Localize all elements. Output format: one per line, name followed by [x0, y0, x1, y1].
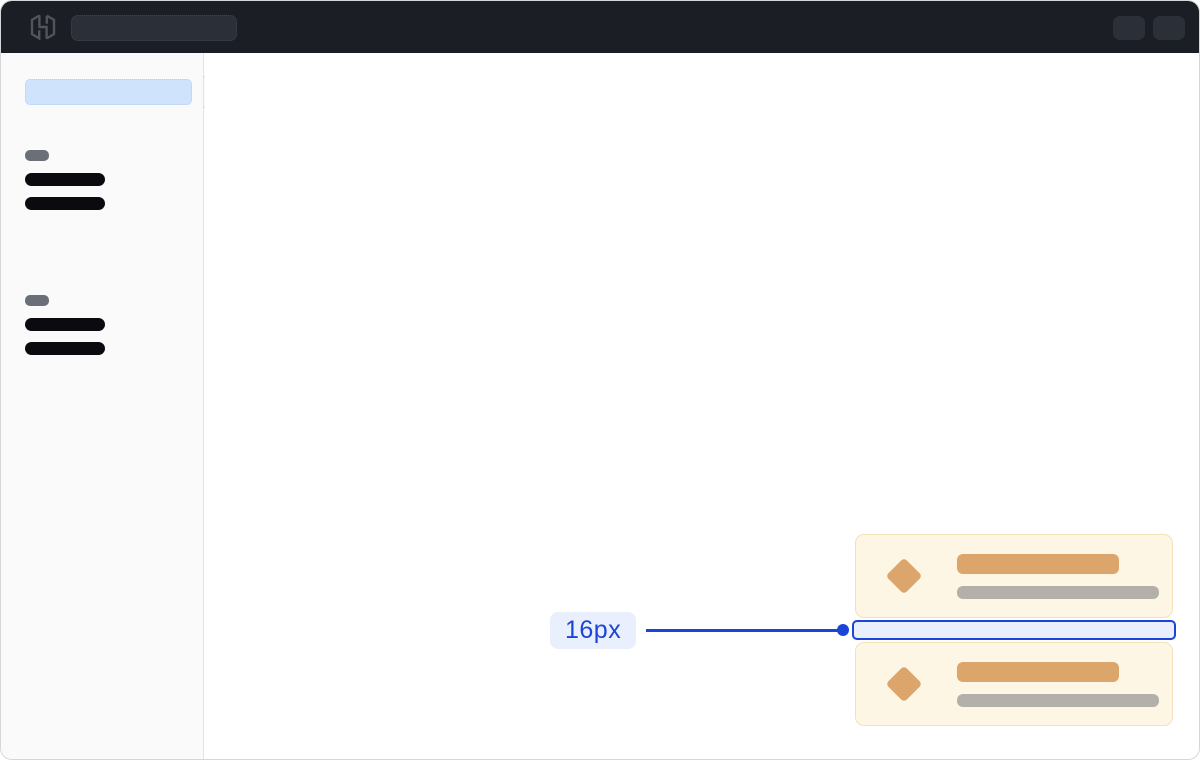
sidebar-section-heading-skeleton [25, 150, 49, 161]
sidebar-active-item-skeleton[interactable] [25, 79, 192, 105]
annotation-dot [837, 624, 849, 636]
card-subtitle-skeleton [957, 693, 1159, 707]
top-navigation-bar [1, 1, 1199, 53]
diamond-icon [885, 665, 923, 703]
main-content [205, 53, 1199, 759]
list-item-card[interactable] [855, 642, 1173, 726]
card-title-skeleton [957, 553, 1119, 574]
annotation-leader-line [646, 629, 840, 632]
spacing-highlight-rect [852, 620, 1176, 640]
card-title-skeleton [957, 661, 1119, 682]
list-item-card[interactable] [855, 534, 1173, 618]
hashicorp-logo-icon[interactable] [29, 13, 57, 41]
topbar-action-skeleton-2[interactable] [1153, 16, 1185, 40]
sidebar-item-skeleton[interactable] [25, 173, 105, 186]
card-text-skeleton [957, 661, 1159, 707]
sidebar-item-skeleton[interactable] [25, 318, 105, 331]
spacing-annotation-label: 16px [550, 612, 637, 649]
global-search-skeleton[interactable] [71, 15, 237, 41]
diamond-icon [885, 557, 923, 595]
sidebar [1, 53, 204, 759]
sidebar-item-skeleton[interactable] [25, 342, 105, 355]
sidebar-item-skeleton[interactable] [25, 197, 105, 210]
sidebar-section-heading-skeleton [25, 295, 49, 306]
topbar-action-skeleton-1[interactable] [1113, 16, 1145, 40]
card-text-skeleton [957, 553, 1159, 599]
card-subtitle-skeleton [957, 585, 1159, 599]
